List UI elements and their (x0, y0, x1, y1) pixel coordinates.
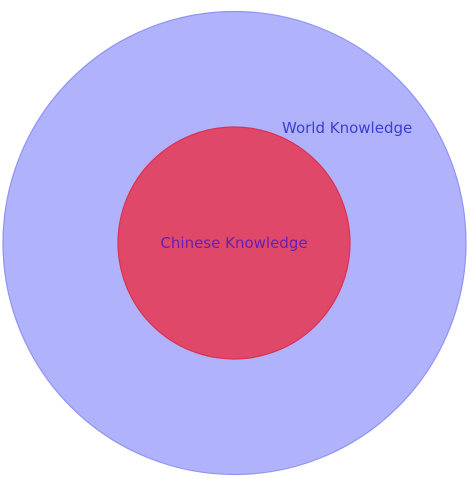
world-knowledge-label: World Knowledge (282, 119, 412, 137)
chinese-knowledge-label: Chinese Knowledge (160, 234, 307, 252)
chinese-knowledge-circle (117, 126, 351, 360)
